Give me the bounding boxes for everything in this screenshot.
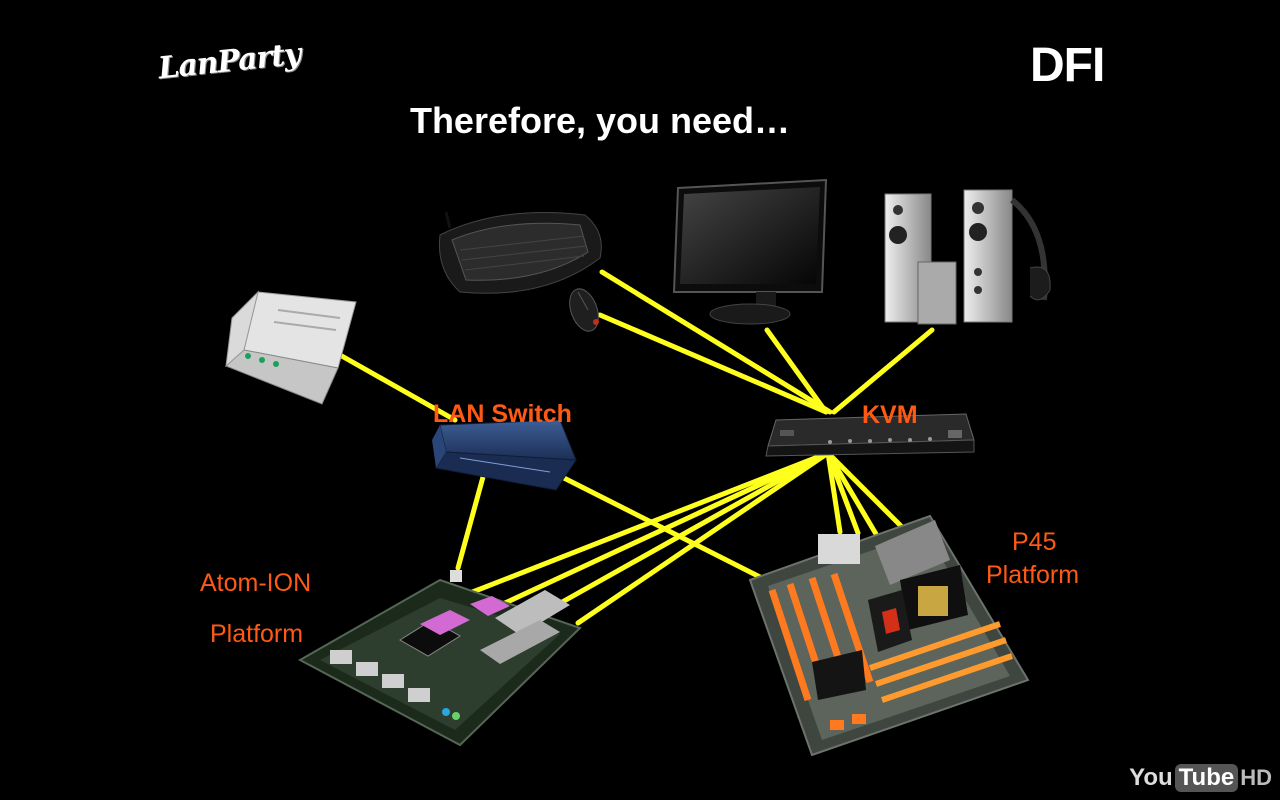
atom-platform-label: Platform: [210, 620, 304, 648]
youtube-tube-text: Tube: [1174, 764, 1239, 792]
lan-switch-label: LAN Switch: [433, 400, 572, 428]
cable-kvm-to-p45-1: [825, 450, 843, 535]
atom-ion-label: Atom-ION: [200, 569, 312, 597]
dfi-logo: DFI: [1030, 39, 1105, 92]
kvm-label: KVM: [862, 401, 918, 429]
atom-ion-motherboard: [297, 570, 582, 747]
modem-device: [225, 290, 357, 405]
cable-speakers-to-kvm: [831, 327, 935, 415]
kvm-device: [765, 413, 975, 457]
cable-kvm-to-p45-4: [825, 450, 908, 533]
cable-switch-to-atom: [455, 474, 486, 571]
p45-motherboard: [748, 514, 1030, 757]
speakers-device: [884, 189, 1051, 325]
keyboard-device: [438, 211, 602, 294]
p45-platform-label: Platform: [986, 561, 1080, 589]
p45-label: P45: [1012, 528, 1057, 556]
monitor-device: [672, 178, 828, 325]
cable-kvm-to-atom-1: [467, 450, 831, 596]
cable-kvm-to-atom-4: [575, 450, 831, 626]
cables: [337, 269, 935, 626]
cable-kvm-to-atom-2: [502, 450, 831, 606]
cable-mouse-to-kvm: [597, 312, 829, 415]
cable-monitor-to-kvm: [764, 327, 829, 415]
lan-switch-device: [432, 419, 577, 491]
mouse-device: [569, 288, 599, 332]
cable-kvm-to-atom-3: [545, 450, 831, 613]
slide-title: Therefore, you need…: [409, 100, 791, 141]
cable-kvm-to-p45-3: [825, 450, 879, 537]
youtube-hd-watermark: You Tube HD: [1129, 764, 1272, 792]
cable-keyboard-to-kvm: [599, 269, 833, 415]
youtube-you-text: You: [1129, 764, 1173, 791]
cable-modem-to-switch: [337, 352, 458, 423]
hd-badge: HD: [1240, 765, 1272, 790]
